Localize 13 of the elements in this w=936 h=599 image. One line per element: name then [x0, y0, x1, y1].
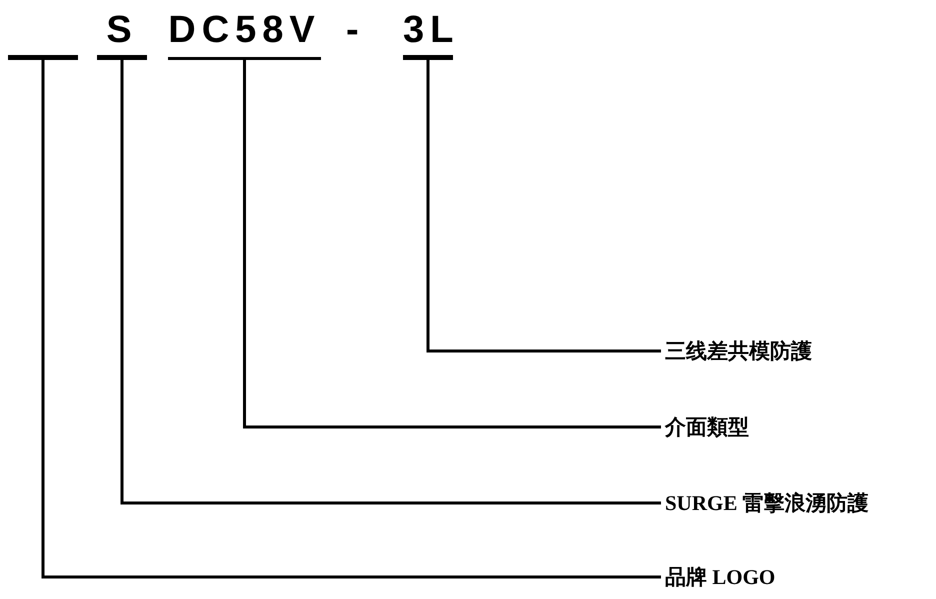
- segment-description: SURGE 雷擊浪湧防護: [665, 490, 869, 516]
- code-segment: 3L: [403, 8, 453, 60]
- leader-line: [42, 60, 661, 578]
- segment-description: 品牌 LOGO: [665, 564, 776, 590]
- leader-line: [243, 60, 661, 428]
- underline-bar: [8, 55, 78, 60]
- code-segment: S: [97, 8, 147, 60]
- leader-line: [120, 60, 661, 504]
- separator-dash: -: [346, 8, 359, 52]
- segment-description: 介面類型: [665, 414, 749, 440]
- segment-description: 三线差共模防護: [665, 338, 812, 364]
- code-segment: DC58V: [168, 8, 321, 60]
- leader-line: [426, 60, 661, 352]
